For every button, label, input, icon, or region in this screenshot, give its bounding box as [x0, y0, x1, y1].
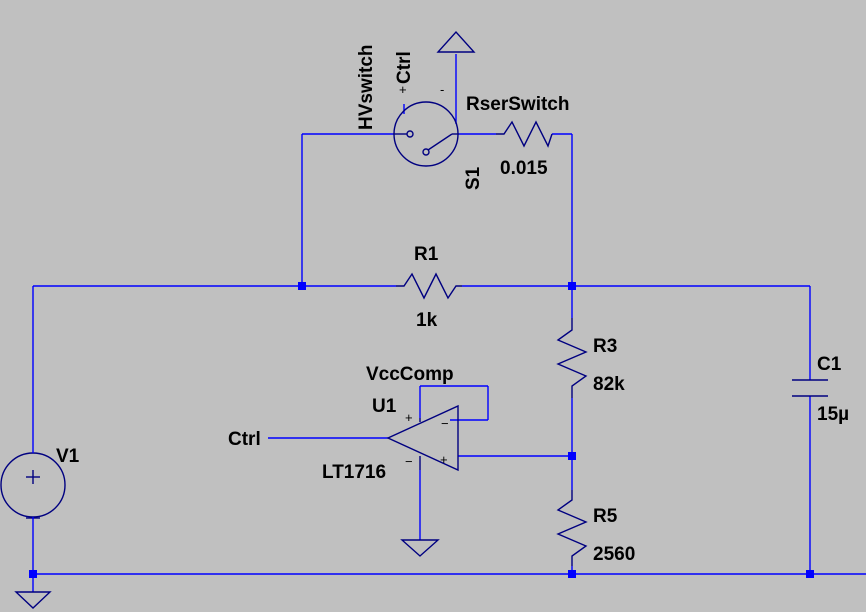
u1-input-net-label: Ctrl — [228, 429, 261, 450]
u1-supply-minus-label: − — [405, 454, 413, 469]
v1-name-label: V1 — [56, 446, 80, 467]
rser-name-label: RserSwitch — [466, 94, 569, 115]
s1-contact-icon — [406, 130, 414, 138]
r1-value-label: 1k — [416, 310, 438, 331]
ground-symbol — [14, 591, 52, 609]
junction-nodes — [29, 282, 814, 578]
rser-resistor[interactable]: RserSwitch 0.015 — [466, 94, 569, 179]
s1-ctrl-net-label: Ctrl — [394, 51, 415, 84]
u1-triangle-symbol — [386, 404, 459, 472]
s1-switch[interactable]: + - Ctrl HVswitch S1 — [356, 44, 484, 190]
s1-model-label: HVswitch — [356, 44, 377, 130]
rser-zigzag-symbol — [496, 120, 553, 148]
u1-noninv-input-label: + — [440, 452, 448, 467]
wires — [32, 54, 866, 592]
r3-name-label: R3 — [593, 336, 617, 357]
junction-node — [298, 282, 306, 290]
r1-resistor[interactable]: R1 1k — [396, 244, 462, 331]
u1-inv-input-label: − — [441, 416, 449, 431]
r1-name-label: R1 — [414, 244, 439, 265]
u1-model-label: LT1716 — [322, 462, 386, 483]
junction-node — [568, 452, 576, 460]
v1-source[interactable]: V1 — [0, 440, 80, 530]
junction-node — [29, 570, 37, 578]
supply-arrow-symbol — [436, 30, 476, 53]
u1-supply-plus-label: + — [405, 410, 413, 425]
u1-name-label: U1 — [372, 396, 397, 417]
r3-value-label: 82k — [593, 374, 625, 395]
c1-name-label: C1 — [817, 354, 842, 375]
u1-supply-net-label: VccComp — [366, 364, 454, 385]
junction-node — [568, 282, 576, 290]
r3-resistor[interactable]: R3 82k — [556, 318, 625, 398]
r5-zigzag-symbol — [556, 490, 588, 566]
s1-contact-icon — [422, 148, 430, 156]
rser-value-label: 0.015 — [500, 158, 548, 179]
s1-blade-icon — [427, 133, 453, 151]
junction-node — [806, 570, 814, 578]
r5-name-label: R5 — [593, 506, 618, 527]
s1-ctrl-plus-label: + — [399, 82, 407, 97]
r3-zigzag-symbol — [556, 318, 588, 398]
c1-capacitor[interactable]: C1 15µ — [792, 354, 849, 425]
s1-name-label: S1 — [463, 166, 484, 190]
ground-symbol — [400, 539, 440, 557]
s1-ctrl-minus-label: - — [440, 82, 444, 97]
r5-resistor[interactable]: R5 2560 — [556, 490, 635, 566]
junction-node — [568, 570, 576, 578]
r5-value-label: 2560 — [593, 544, 635, 565]
r1-zigzag-symbol — [396, 272, 462, 300]
u1-opamp[interactable]: + − − + U1 LT1716 VccComp Ctrl — [228, 364, 459, 483]
c1-value-label: 15µ — [817, 404, 849, 425]
